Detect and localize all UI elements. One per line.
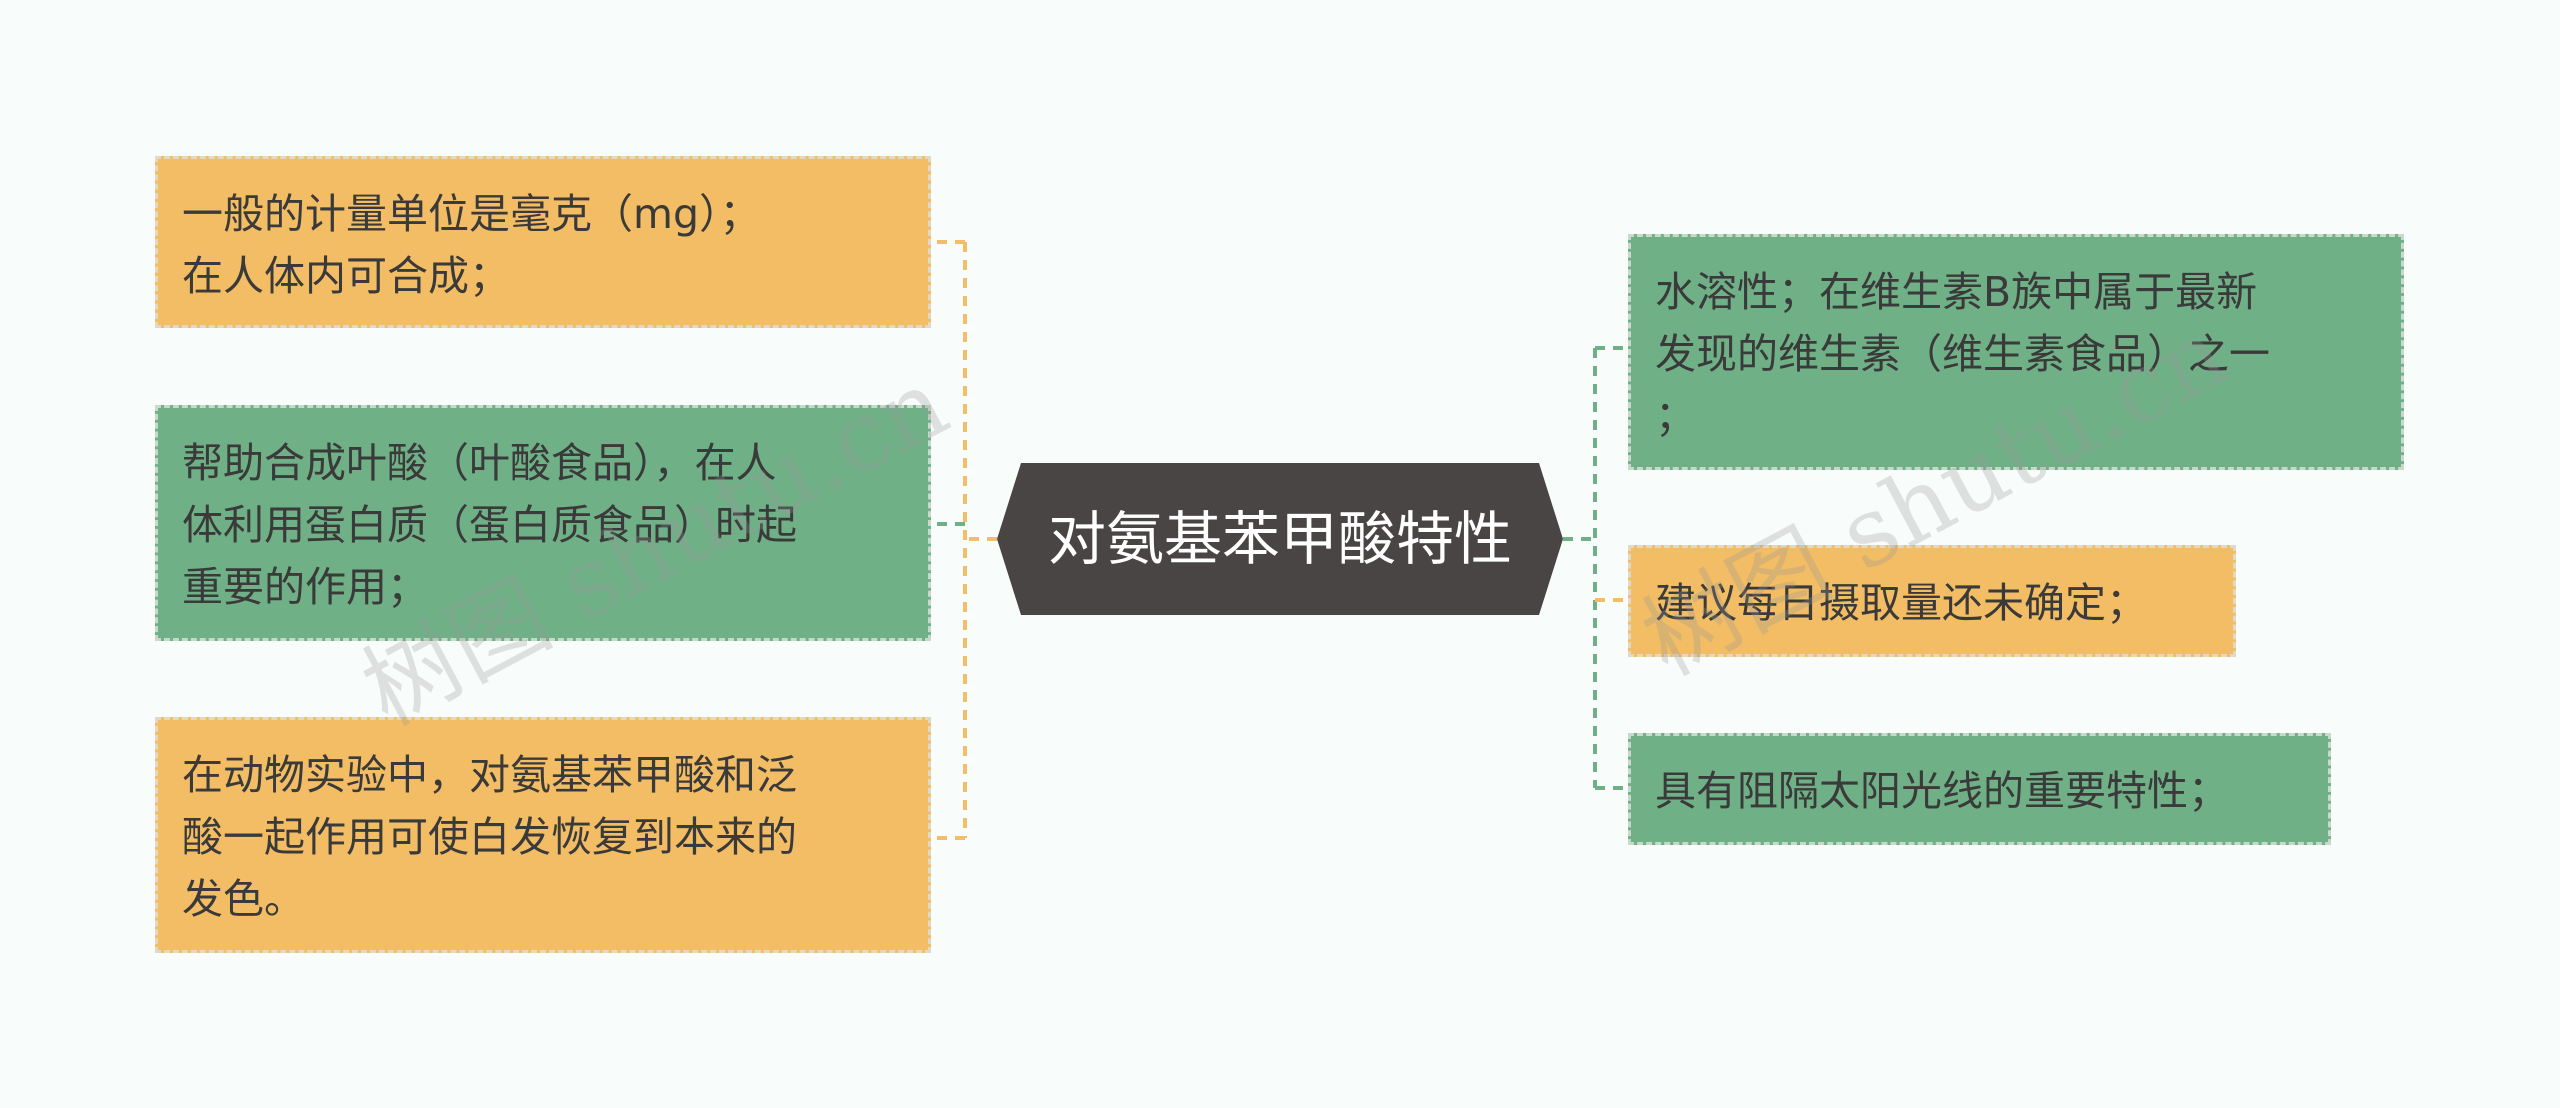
central-topic-shape [997,463,1563,615]
topic-node-left-3[interactable]: 在动物实验中，对氨基苯甲酸和泛 酸一起作用可使白发恢复到本来的 发色。 [155,717,931,953]
central-topic[interactable]: 对氨基苯甲酸特性 [997,463,1563,615]
topic-node-right-3[interactable]: 具有阻隔太阳光线的重要特性； [1628,733,2331,845]
topic-node-left-1[interactable]: 一般的计量单位是毫克（mg）； 在人体内可合成； [155,156,931,328]
topic-node-right-2[interactable]: 建议每日摄取量还未确定； [1628,545,2236,657]
topic-node-right-1[interactable]: 水溶性；在维生素B族中属于最新 发现的维生素（维生素食品）之一 ； [1628,234,2404,470]
topic-node-left-2[interactable]: 帮助合成叶酸（叶酸食品），在人 体利用蛋白质（蛋白质食品）时起 重要的作用； [155,405,931,641]
central-topic-label: 对氨基苯甲酸特性 [1047,505,1512,573]
